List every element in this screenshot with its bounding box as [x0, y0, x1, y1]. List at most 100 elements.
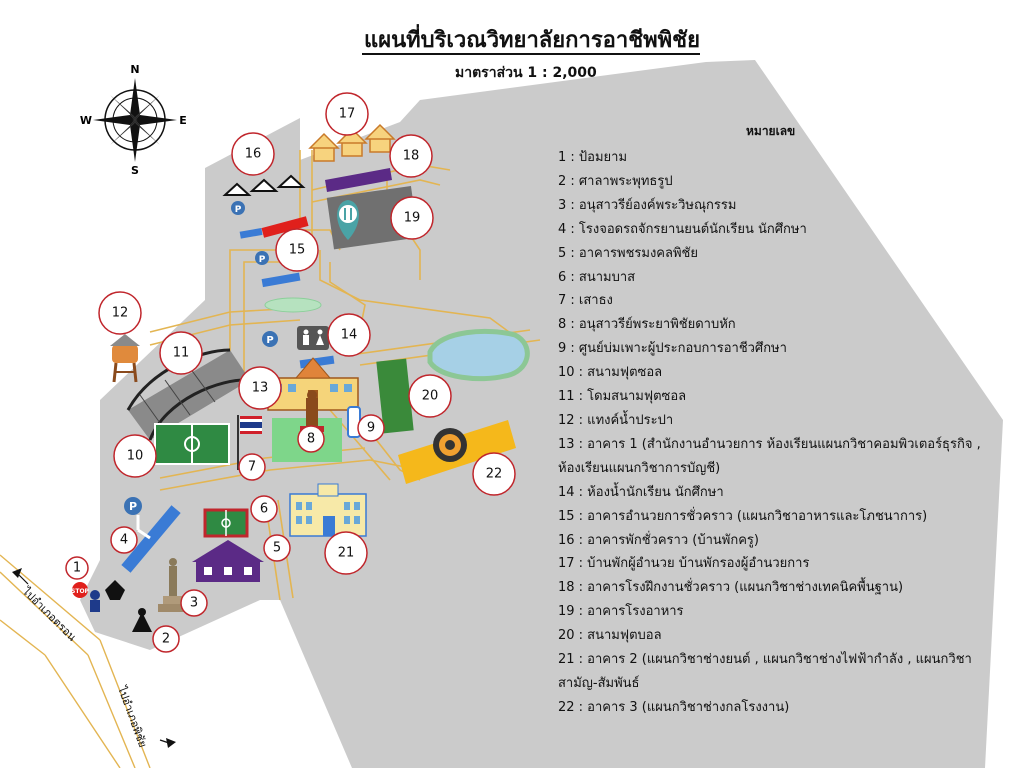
- parking-icon: P P P P: [124, 201, 278, 515]
- marker-17[interactable]: 17: [325, 92, 369, 136]
- legend-item: 14 : ห้องน้ำนักเรียน นักศึกษา: [558, 484, 724, 500]
- legend-item: 4 : โรงจอดรถจักรยานยนต์นักเรียน นักศึกษา: [558, 221, 807, 237]
- football-field-20: [376, 358, 414, 434]
- marker-11-label: 11: [173, 346, 190, 361]
- legend-item: 22 : อาคาร 3 (แผนกวิชาช่างกลโรงงาน): [558, 699, 790, 715]
- temp-admin-building-15: [261, 216, 309, 238]
- legend-item: 18 : อาคารโรงฝึกงานชั่วคราว (แผนกวิชาช่า…: [558, 580, 904, 596]
- arrow-down-right-icon: [166, 738, 176, 748]
- marker-2[interactable]: 2: [152, 625, 180, 653]
- legend-item: 9 : ศูนย์บ่มเพาะผู้ประกอบการอาชีวศึกษา: [558, 341, 787, 357]
- blue-bar-15a: [239, 227, 263, 239]
- marker-11[interactable]: 11: [159, 331, 203, 375]
- basketball-court-icon: [203, 508, 249, 538]
- marker-16[interactable]: 16: [231, 132, 275, 176]
- legend-item: 15 : อาคารอำนวยการชั่วคราว (แผนกวิชาอาหา…: [558, 508, 928, 524]
- marker-8[interactable]: 8: [297, 425, 325, 453]
- compass-n: N: [130, 63, 139, 76]
- marker-8-label: 8: [307, 432, 315, 447]
- marker-20[interactable]: 20: [408, 374, 452, 418]
- futsal-field-icon: [154, 423, 230, 465]
- marker-22-label: 22: [486, 467, 503, 482]
- canteen-pin-icon: [337, 200, 359, 240]
- building-5-icon: [192, 540, 264, 582]
- marker-5[interactable]: 5: [263, 534, 291, 562]
- compass-w: W: [80, 114, 92, 127]
- legend-item: 6 : สนามบาส: [558, 269, 636, 285]
- svg-text:ไปอำเภอพิชัย: ไปอำเภอพิชัย: [115, 684, 149, 750]
- blue-bar-15b: [261, 272, 301, 288]
- compass-e: E: [179, 114, 187, 127]
- marker-20-label: 20: [422, 389, 439, 404]
- outside-roads: [0, 554, 151, 768]
- legend-item: 12 : แทงค์น้ำประปา: [558, 412, 674, 428]
- svg-text:P: P: [259, 255, 266, 265]
- wrench-icon: [136, 515, 151, 540]
- legend-item: 8 : อนุสาวรีย์พระยาพิชัยดาบหัก: [558, 317, 736, 333]
- pond: [427, 328, 530, 382]
- marker-9[interactable]: 9: [357, 414, 385, 442]
- marker-4[interactable]: 4: [110, 526, 138, 554]
- marker-3[interactable]: 3: [180, 589, 208, 617]
- svg-text:P: P: [235, 205, 242, 215]
- legend-item: 16 : อาคารพักชั่วคราว (บ้านพักครู): [558, 532, 759, 548]
- marker-6[interactable]: 6: [250, 495, 278, 523]
- legend-item: 17 : บ้านพักผู้อำนวย บ้านพักรองผู้อำนวยก…: [558, 556, 810, 572]
- teacher-houses-icon: [222, 174, 306, 196]
- legend-title: หมายเลข: [746, 124, 796, 138]
- marker-1-label: 1: [73, 561, 81, 576]
- marker-18[interactable]: 18: [389, 134, 433, 178]
- director-houses-icon: [308, 123, 396, 162]
- flagpole-icon: [237, 415, 262, 470]
- road-label-phichai: ไปอำเภอพิชัย: [115, 684, 176, 750]
- buddha-icon: [132, 608, 152, 632]
- restroom-icon: [297, 326, 329, 350]
- legend-item: 21 : อาคาร 2 (แผนกวิชาช่างยนต์ , แผนกวิช…: [558, 652, 972, 691]
- map-title: แผนที่บริเวณวิทยาลัยการอาชีพพิชัย: [364, 28, 700, 53]
- gear-icon: [433, 428, 467, 462]
- marker-15-label: 15: [289, 243, 306, 258]
- legend-item: 5 : อาคารพชรมงคลพิชัย: [558, 245, 698, 261]
- guard-post-icon: STOP: [71, 580, 125, 612]
- map-scale: มาตราส่วน 1 : 2,000: [455, 65, 597, 81]
- legend-item: 20 : สนามฟุตบอล: [558, 628, 662, 644]
- svg-text:STOP: STOP: [71, 588, 90, 595]
- legend-item: 13 : อาคาร 1 (สำนักงานอำนวยการ ห้องเรียน…: [558, 436, 981, 476]
- marker-10[interactable]: 10: [113, 434, 157, 478]
- title-underline: [362, 53, 700, 55]
- marker-19[interactable]: 19: [390, 196, 434, 240]
- marker-10-label: 10: [127, 449, 144, 464]
- marker-21[interactable]: 21: [324, 531, 368, 575]
- compass-s: S: [131, 164, 139, 177]
- statue-icon: [158, 558, 188, 612]
- road-label-uttaradit: ไปอำเภอตรอน: [12, 568, 79, 644]
- marker-9-label: 9: [367, 421, 375, 436]
- motorcycle-parking-4: [121, 505, 181, 573]
- marker-12-label: 12: [112, 306, 129, 321]
- marker-13-label: 13: [252, 381, 269, 396]
- legend-item: 1 : ป้อมยาม: [558, 150, 628, 165]
- marker-22[interactable]: 22: [472, 452, 516, 496]
- marker-13[interactable]: 13: [238, 366, 282, 410]
- marker-15[interactable]: 15: [275, 228, 319, 272]
- compass-icon: N S W E: [80, 63, 187, 177]
- marker-7[interactable]: 7: [238, 453, 266, 481]
- legend-item: 3 : อนุสาวรีย์องค์พระวิษณุกรรม: [558, 197, 737, 213]
- marker-5-label: 5: [273, 541, 281, 556]
- marker-7-label: 7: [248, 460, 256, 475]
- marker-16-label: 16: [245, 147, 262, 162]
- marker-19-label: 19: [404, 211, 421, 226]
- water-tank-icon: [110, 334, 140, 383]
- marker-14[interactable]: 14: [327, 313, 371, 357]
- marker-4-label: 4: [120, 533, 128, 548]
- marker-6-label: 6: [260, 502, 268, 517]
- marker-12[interactable]: 12: [98, 291, 142, 335]
- legend: 1 : ป้อมยาม 2 : ศาลาพระพุทธรูป 3 : อนุสา…: [558, 146, 998, 720]
- legend-item: 2 : ศาลาพระพุทธรูป: [558, 173, 673, 189]
- legend-item: 19 : อาคารโรงอาหาร: [558, 604, 684, 620]
- workshop-building-18: [325, 168, 392, 192]
- small-pond: [264, 297, 322, 313]
- marker-3-label: 3: [190, 596, 198, 611]
- svg-text:P: P: [129, 500, 137, 513]
- marker-1[interactable]: 1: [65, 556, 89, 580]
